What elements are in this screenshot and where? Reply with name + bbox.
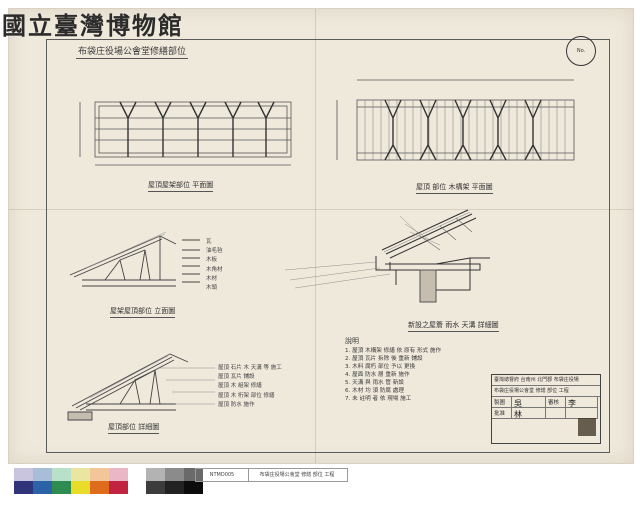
accession-title: 布袋庄役場公會堂 修繕 部位 工程 <box>247 468 348 482</box>
caption-eave-section: 新設之屋簷 雨水 天溝 詳細圖 <box>408 320 499 332</box>
title-block-grid: 製圖 吳 審核 李 批准 林 <box>492 397 600 419</box>
title-block-org: 臺灣總督府 台南州 北門郡 布袋庄役場 <box>492 375 600 386</box>
detail-note: 屋頂 瓦片 鋪設 <box>218 374 255 381</box>
swatch <box>33 468 52 495</box>
swatch <box>165 468 184 495</box>
title-block: 臺灣總督府 台南州 北門郡 布袋庄役場 布袋庄役場公會堂 修繕 部位 工程 製圖… <box>491 374 601 444</box>
roof-plan-left <box>79 101 292 166</box>
general-notes: 說明 1. 屋頂 木構架 修繕 依 原有 形式 施作 2. 屋頂 瓦片 拆除 後… <box>345 337 513 403</box>
note-item: 3. 木料 腐朽 部位 予以 更換 <box>345 364 416 370</box>
checked-label: 審核 <box>546 397 566 408</box>
caption-roof-plan-right: 屋頂 部位 木構架 平面圖 <box>416 182 493 194</box>
swatch <box>146 468 165 495</box>
note-item: 7. 未 註明 者 依 現場 施工 <box>345 396 412 402</box>
swatch <box>109 468 128 495</box>
accession-id: NTMD005 <box>195 468 249 482</box>
checked-value: 李 <box>566 397 598 408</box>
swatch <box>71 468 90 495</box>
drawn-value: 吳 <box>512 397 546 408</box>
note-item: 2. 屋頂 瓦片 拆除 後 重新 鋪設 <box>345 356 423 362</box>
approved-label: 批准 <box>492 408 512 419</box>
drawing-number-circle: No. <box>566 36 596 66</box>
swatch <box>14 468 33 495</box>
detail-notes: 屋頂 石片 木 天溝 等 施工 屋頂 瓦片 鋪設 屋頂 木 組架 修繕 屋頂 木… <box>218 364 282 410</box>
note-item: 5. 天溝 與 雨水 管 新設 <box>345 380 404 386</box>
color-chart <box>14 468 203 495</box>
legend-item: 木板 <box>206 257 218 264</box>
fold-line <box>315 9 316 463</box>
swatch <box>184 468 203 495</box>
drawing-sheet <box>8 8 634 464</box>
detail-note: 屋頂 木 桁架 部位 修繕 <box>218 392 275 399</box>
truss-elevation <box>69 231 200 287</box>
drawing-frame <box>46 39 610 453</box>
legend-item: 木頭 <box>206 285 218 292</box>
roof-plan-outline <box>94 101 292 158</box>
legend-item: 木材 <box>206 275 218 282</box>
detail-note: 屋頂 防水 施作 <box>218 401 255 408</box>
fold-line <box>9 209 633 210</box>
truss-legend: 瓦 油毛毡 木板 木角材 木材 木頭 <box>206 238 223 293</box>
eave-section <box>375 209 490 303</box>
swatch <box>52 468 71 495</box>
detail-note: 屋頂 木 組架 修繕 <box>218 383 262 390</box>
sheet-title: 布袋庄役場公會堂修繕部位 <box>76 44 189 59</box>
swatch <box>90 468 109 495</box>
legend-item: 木角材 <box>206 266 223 273</box>
note-item: 6. 木材 均 須 防腐 處理 <box>345 388 404 394</box>
caption-truss-elevation: 屋架屋頂部位 立面圖 <box>110 306 176 318</box>
note-item: 1. 屋頂 木構架 修繕 依 原有 形式 施作 <box>345 348 442 354</box>
title-block-project: 布袋庄役場公會堂 修繕 部位 工程 <box>492 386 600 397</box>
museum-title: 國立臺灣博物館 <box>2 11 184 40</box>
caption-roof-detail: 屋頂部位 詳細圖 <box>108 422 160 434</box>
legend-item: 油毛毡 <box>206 248 223 255</box>
notes-title: 說明 <box>345 337 359 345</box>
leader-lines <box>284 215 441 289</box>
roof-detail-section <box>67 353 189 421</box>
legend-item: 瓦 <box>206 239 212 245</box>
drawn-label: 製圖 <box>492 397 512 408</box>
seal-stamp <box>578 418 596 436</box>
approved-value: 林 <box>512 408 546 419</box>
note-item: 4. 屋面 防水 層 重新 施作 <box>345 372 410 378</box>
caption-roof-plan-left: 屋頂屋架部位 平面圖 <box>148 180 214 192</box>
roof-plan-right <box>336 79 575 161</box>
detail-note: 屋頂 石片 木 天溝 等 施工 <box>218 365 282 371</box>
